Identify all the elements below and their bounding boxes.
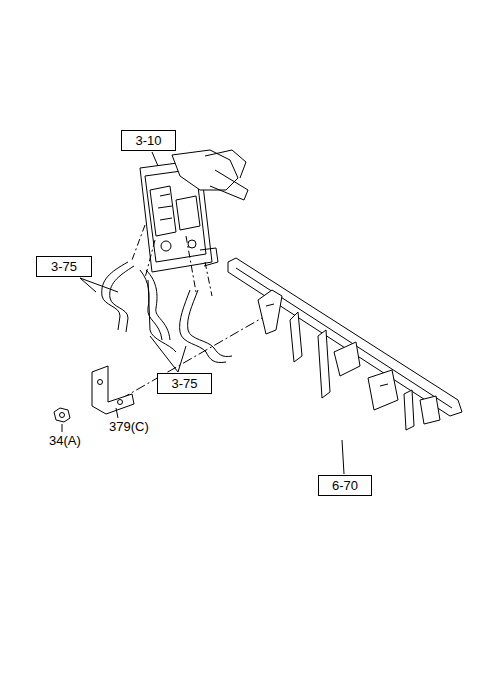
part-number: 3-75 [171, 377, 197, 390]
part-number-box: 6-70 [318, 475, 372, 496]
nut [54, 408, 70, 422]
center-line [105, 318, 262, 408]
part-number-box: 3-75 [36, 256, 92, 277]
callout-number: 379(C) [108, 420, 150, 433]
part-number-box: 3-75 [157, 373, 212, 394]
part-number: 3-10 [135, 134, 161, 147]
part-number: 6-70 [332, 479, 358, 492]
hose [102, 262, 232, 363]
part-number-box: 3-10 [121, 130, 176, 151]
callout-number: 34(A) [48, 434, 82, 447]
part-number: 3-75 [51, 260, 77, 273]
bracket [92, 366, 134, 414]
leader-line [62, 152, 344, 474]
frame-member [228, 258, 462, 430]
